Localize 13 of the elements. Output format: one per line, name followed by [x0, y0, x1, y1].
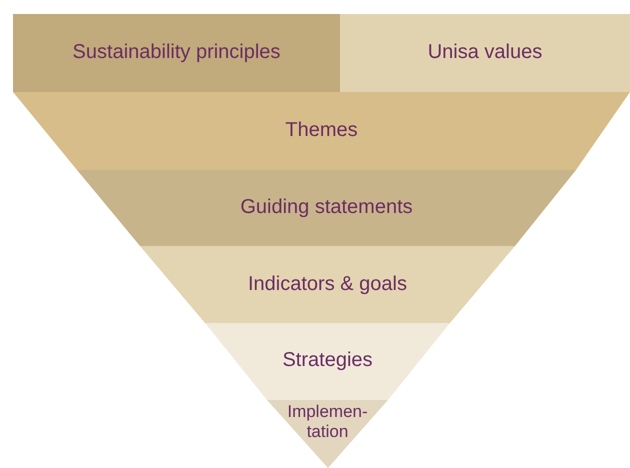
band-label: Themes — [284, 119, 359, 142]
funnel-band — [205, 323, 450, 400]
band-label: Sustainability principles — [72, 41, 282, 64]
band-label: Unisa values — [426, 41, 544, 64]
band-label: Implemen- tation — [286, 402, 369, 442]
band-label: Indicators & goals — [247, 273, 408, 296]
funnel-band — [340, 14, 630, 92]
funnel-band — [140, 246, 515, 323]
funnel-band — [13, 14, 340, 92]
funnel-band — [77, 170, 576, 246]
band-label: Guiding statements — [239, 196, 414, 219]
funnel-band — [13, 92, 630, 170]
band-label: Strategies — [281, 349, 374, 372]
